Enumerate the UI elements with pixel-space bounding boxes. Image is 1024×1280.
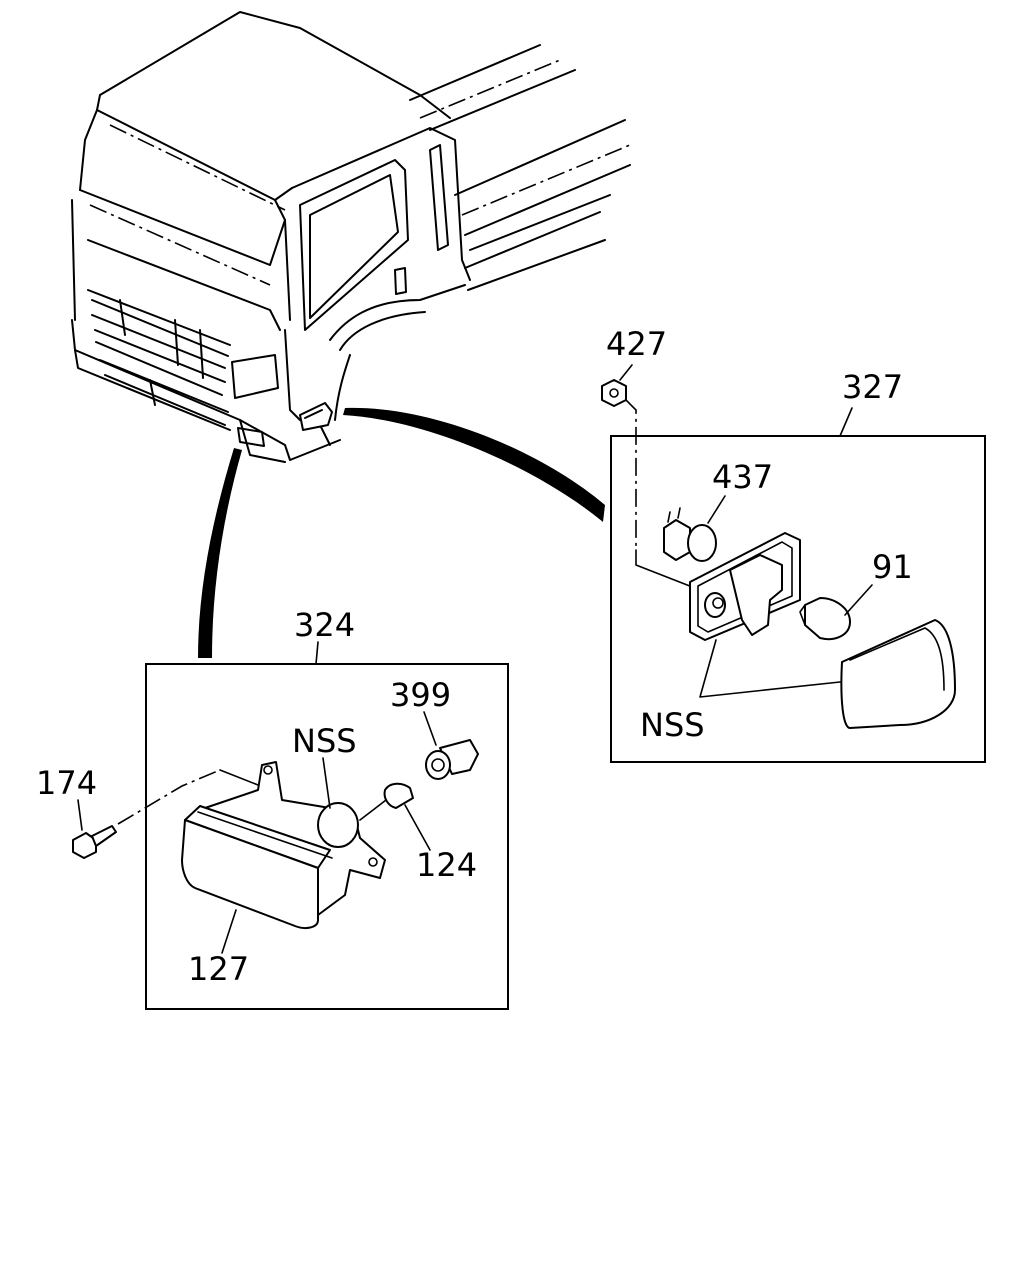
callout-124: 124 xyxy=(416,846,477,884)
side-lamp-assembly-box xyxy=(610,435,986,763)
callout-437: 437 xyxy=(712,458,773,496)
callout-327: 327 xyxy=(842,368,903,406)
bulb-124 xyxy=(359,782,414,821)
connector-band-fog-lamp xyxy=(198,448,242,658)
callout-nss-fog-lamp: NSS xyxy=(292,722,357,760)
truck-cab-illustration xyxy=(71,11,631,463)
callout-399: 399 xyxy=(390,676,451,714)
side-lamp-housing xyxy=(689,532,801,641)
callout-174: 174 xyxy=(36,764,97,802)
side-lamp-assembly-group xyxy=(601,364,986,763)
callout-324: 324 xyxy=(294,606,355,644)
fog-lamp-assembly-group xyxy=(72,641,509,1010)
side-lamp-lens xyxy=(840,619,956,729)
callout-labels: 427 327 437 91 NSS 324 399 NSS 174 124 1… xyxy=(36,325,913,988)
nut-427 xyxy=(601,379,627,407)
callout-427: 427 xyxy=(606,325,667,363)
callout-91: 91 xyxy=(872,548,913,586)
fog-lamp-assembly-box xyxy=(145,663,509,1010)
bulb-91 xyxy=(799,597,851,641)
socket-399 xyxy=(425,739,479,780)
callout-nss-side-lamp: NSS xyxy=(640,706,705,744)
bolt-174 xyxy=(72,825,117,859)
connector-band-side-lamp xyxy=(343,407,605,522)
socket-437 xyxy=(663,507,717,562)
fog-lamp-body xyxy=(181,761,386,929)
callout-127: 127 xyxy=(188,950,249,988)
